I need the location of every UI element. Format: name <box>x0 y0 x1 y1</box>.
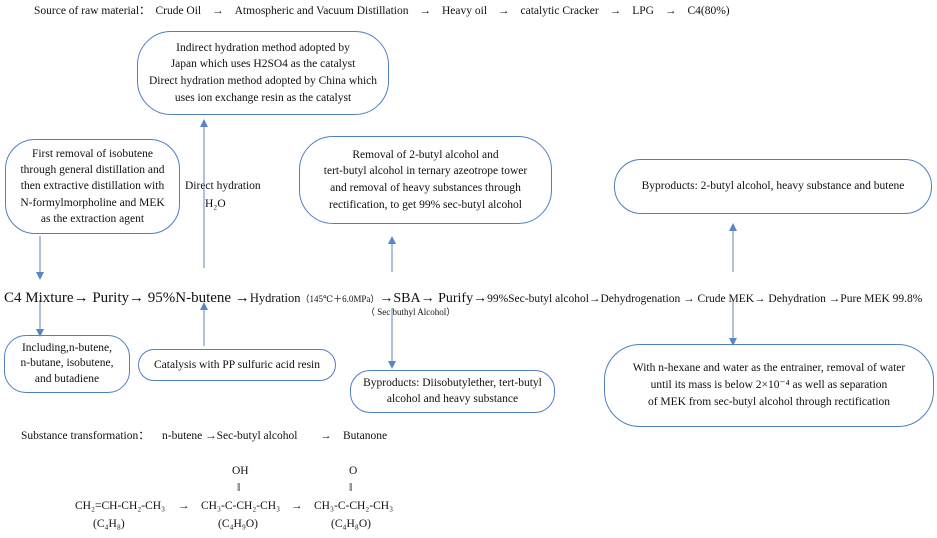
box-line: then extractive distillation with <box>20 180 165 193</box>
source-line: Source of raw material： Crude Oil → Atmosp… <box>34 5 732 18</box>
source-arrow: → <box>609 5 622 17</box>
sba-note: （ Sec buthyl Alcohol） <box>366 307 456 317</box>
source-step: Atmospheric and Vacuum Distillation <box>234 5 409 17</box>
source-arrow: → <box>664 5 677 17</box>
box-line: Removal of 2-butyl alcohol and <box>352 148 499 161</box>
formula-sec-butyl-alcohol: CH₃-C-CH₂-CH₃ <box>201 500 281 512</box>
box-line: With n-hexane and water as the entrainer… <box>632 362 906 375</box>
isobutene-removal-box: First removal of isobutene through gener… <box>5 139 180 234</box>
box-line: Byproducts: Diisobutylether, tert-butyl <box>363 376 542 389</box>
box-line: Catalysis with PP sulfuric acid resin <box>154 358 320 371</box>
box-line: Japan which uses H2SO4 as the catalyst <box>170 58 356 71</box>
oh-group: OH <box>232 465 249 477</box>
source-step: Heavy oil <box>441 5 488 17</box>
source-step: LPG <box>632 5 654 17</box>
box-line: as the extraction agent <box>40 212 145 225</box>
transformation-sequence: n-butene →Sec-butyl alcohol <box>162 430 298 442</box>
transformation-label: Substance transformation： <box>21 430 150 442</box>
formula-arrow-1: → <box>178 500 190 512</box>
main-process-line: C4 Mixture→ Purity→ 95%N-butene →Hydrati… <box>4 289 922 307</box>
box-line: Direct hydration method adopted by China… <box>148 75 378 87</box>
entrainer-box: With n-hexane and water as the entrainer… <box>604 344 934 427</box>
box-line: rectification, to get 99% sec-butyl alco… <box>329 198 522 211</box>
box-line: of MEK from sec-butyl alcohol through re… <box>647 395 891 408</box>
formula-butene: CH₂=CH-CH₂-CH₃ <box>75 500 166 512</box>
source-steps: Crude Oil → Atmospheric and Vacuum Distill… <box>153 5 731 17</box>
source-arrow: → <box>212 5 224 17</box>
main-line-start: C4 Mixture→ Purity→ 95%N-butene → <box>4 290 250 306</box>
box-line: Byproducts: 2-butyl alcohol, heavy subst… <box>641 180 905 193</box>
box-line: First removal of isobutene <box>31 148 154 161</box>
main-line-hydration: Hydration <box>249 291 301 305</box>
including-box: Including,n-butene, n-butane, isobutene,… <box>4 335 130 393</box>
box-line: Including,n-butene, <box>21 341 113 354</box>
source-step: catalytic Cracker <box>520 5 599 17</box>
box-line: and butadiene <box>34 372 100 385</box>
source-step: C4(80%) <box>687 5 730 17</box>
o-group: O <box>349 465 358 477</box>
source-arrow: → <box>498 5 510 17</box>
box-line: tert-butyl alcohol in ternary azeotrope … <box>323 165 528 178</box>
transformation-arrow: → <box>320 430 332 442</box>
main-line-conditions: （145℃＋6.0MPa） <box>300 294 380 304</box>
transformation-product: Butanone <box>343 430 388 442</box>
formula-butene-name: (C₄H₈) <box>93 518 125 530</box>
box-line: alcohol and heavy substance <box>386 392 519 405</box>
source-arrow: → <box>419 5 431 17</box>
main-line-rest: 99%Sec-butyl alcohol→Dehydrogenation → C… <box>487 293 923 305</box>
catalysis-box: Catalysis with PP sulfuric acid resin <box>138 349 336 381</box>
byproducts-top-box: Byproducts: 2-butyl alcohol, heavy subst… <box>614 159 932 214</box>
butyl-removal-box: Removal of 2-butyl alcohol and tert-buty… <box>299 136 552 224</box>
box-line: and removal of heavy substances through <box>330 182 521 194</box>
source-label: Source of raw material： <box>34 5 151 17</box>
byproducts-mid-box: Byproducts: Diisobutylether, tert-butyl … <box>350 370 555 413</box>
box-line: until its mass is below 2×10⁻⁴ as well a… <box>650 379 888 392</box>
hydration-methods-box: Indirect hydration method adopted by Jap… <box>137 31 389 115</box>
box-line: Indirect hydration method adopted by <box>176 41 350 54</box>
formula-butanone: CH₃-C-CH₂-CH₃ <box>314 500 394 512</box>
main-line-sba: →SBA→ Purify→ <box>379 291 488 306</box>
source-step: Crude Oil <box>155 5 202 17</box>
formula-butanone-name: (C₄H₈O) <box>331 518 371 530</box>
box-line: n-butane, isobutene, <box>20 357 114 370</box>
water-label: H₂O <box>205 198 226 210</box>
single-bond: ‖ <box>237 482 241 494</box>
direct-hydration-label: Direct hydration <box>185 180 261 192</box>
box-line: uses ion exchange resin as the catalyst <box>174 91 352 104</box>
box-line: through general distillation and <box>20 164 165 177</box>
box-line: N-formylmorpholine and MEK <box>20 196 165 209</box>
formula-sec-butyl-name: (C₄H₉O) <box>218 518 258 530</box>
double-bond: ‖ <box>349 482 353 494</box>
formula-arrow-2: → <box>291 500 303 512</box>
